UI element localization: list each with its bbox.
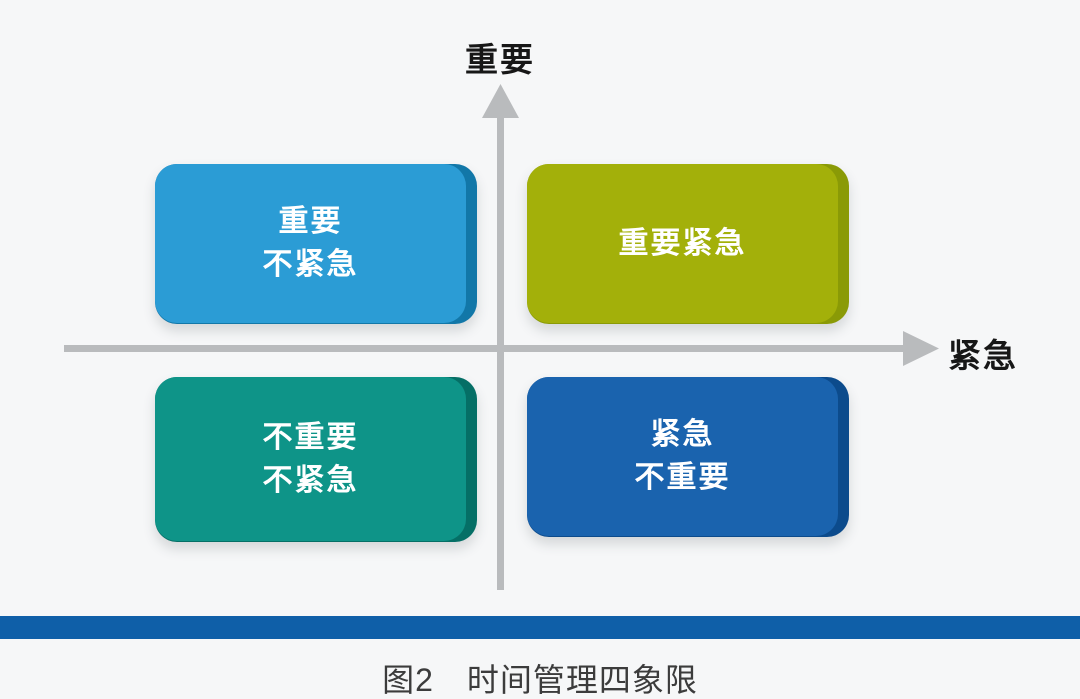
- quadrant-important-urgent: 重要紧急: [527, 164, 849, 324]
- x-axis-line: [64, 345, 906, 352]
- quadrant-urgent-not-important: 紧急 不重要: [527, 377, 849, 537]
- quadrant-label-line: 不重要: [634, 461, 731, 494]
- quadrant-face: 紧急 不重要: [527, 377, 838, 536]
- quadrant-label-line: 不紧急: [262, 248, 359, 281]
- y-axis-label: 重要: [465, 41, 535, 78]
- quadrant-label-line: 重要: [278, 205, 343, 238]
- quadrant-face: 不重要 不紧急: [155, 377, 466, 541]
- quadrant-label-line: 不紧急: [262, 463, 359, 497]
- quadrant-face: 重要紧急: [527, 164, 838, 323]
- x-axis-label: 紧急: [948, 337, 1018, 374]
- footer-divider-bar: [0, 616, 1080, 639]
- quadrant-face: 重要 不紧急: [155, 164, 466, 323]
- figure-caption: 图2 时间管理四象限: [382, 662, 698, 698]
- quadrant-not-important-not-urgent: 不重要 不紧急: [155, 377, 477, 542]
- y-axis-arrowhead-icon: [482, 84, 519, 118]
- quadrant-label-line: 重要紧急: [618, 226, 747, 260]
- quadrant-important-not-urgent: 重要 不紧急: [155, 164, 477, 324]
- x-axis-arrowhead-icon: [903, 331, 939, 366]
- quadrant-label-line: 不重要: [262, 420, 359, 454]
- quadrant-label-line: 紧急: [650, 418, 715, 451]
